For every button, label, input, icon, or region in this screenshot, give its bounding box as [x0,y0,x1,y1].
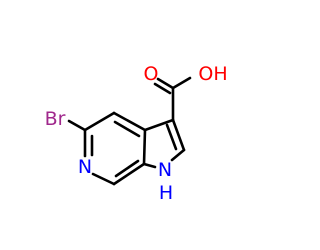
bond-carbonyl-double-b [153,82,172,95]
bond-c5-br [67,119,87,132]
bromine-label: Br [45,108,66,130]
bond-c3-c2-double-b [165,123,178,151]
bond-n1-c7a [142,162,157,169]
pyrrole-nitrogen-label: N [158,159,172,181]
chemical-structure-diagram: O OH Br N N H [45,63,228,204]
bond-n6-c7 [91,172,116,186]
bond-c7-c7a-inner [114,159,140,178]
bond-c2-n1 [170,148,186,162]
bond-c7-c7a [112,162,146,186]
bond-carboxyl-hydroxyl [171,76,192,90]
bond-c3a-c4 [112,111,147,132]
bond-c3-c2-double-a [171,118,186,152]
hydroxyl-label: OH [198,63,227,85]
bond-c4-c5 [83,111,116,132]
pyrrole-hydrogen-label: H [159,182,173,204]
bond-carbonyl-double-a [156,77,175,90]
oxygen-carbonyl-label: O [144,63,159,85]
bond-c3a-c4-inner [113,120,141,138]
bond-c7a-c3a [142,128,147,166]
bond-c3a-c3 [143,118,175,132]
pyridine-nitrogen-label: N [78,156,92,178]
